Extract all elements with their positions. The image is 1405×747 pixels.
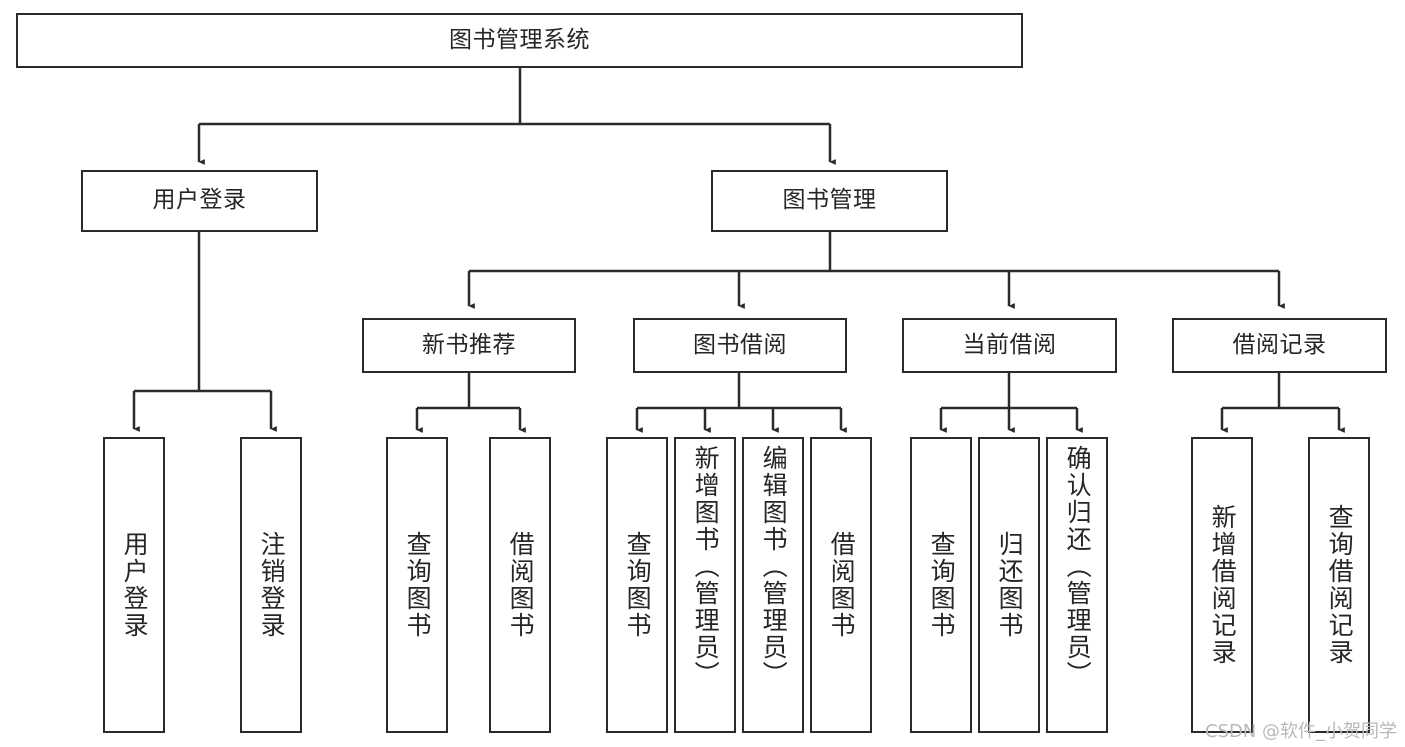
node-leaf-add-book-admin[interactable]: 新增图书（管理员） (674, 437, 736, 733)
node-book-borrow[interactable]: 图书借阅 (633, 318, 847, 373)
node-leaf-query-book-current[interactable]: 查询图书 (910, 437, 972, 733)
node-leaf-query-book-borrow[interactable]: 查询图书 (606, 437, 668, 733)
node-leaf-logout-label: 注销登录 (257, 531, 287, 639)
node-leaf-user-login-label: 用户登录 (120, 531, 150, 639)
node-leaf-add-borrow-record[interactable]: 新增借阅记录 (1191, 437, 1253, 733)
csdn-watermark: CSDN @软件_小贺同学 (1204, 721, 1397, 742)
node-leaf-confirm-return-admin[interactable]: 确认归还（管理员） (1046, 437, 1108, 733)
node-leaf-edit-book-admin-label: 编辑图书（管理员） (759, 445, 789, 688)
node-new-book-recommend-label: 新书推荐 (422, 331, 516, 358)
node-leaf-query-borrow-record[interactable]: 查询借阅记录 (1308, 437, 1370, 733)
node-leaf-borrow-book-label: 借阅图书 (827, 531, 857, 639)
node-current-borrow-label: 当前借阅 (962, 331, 1057, 358)
node-leaf-logout[interactable]: 注销登录 (240, 437, 302, 733)
node-current-borrow[interactable]: 当前借阅 (902, 318, 1117, 373)
node-borrow-record[interactable]: 借阅记录 (1172, 318, 1387, 373)
node-leaf-borrow-book[interactable]: 借阅图书 (810, 437, 872, 733)
node-borrow-record-label: 借阅记录 (1232, 331, 1327, 358)
node-leaf-borrow-book-recommend[interactable]: 借阅图书 (489, 437, 551, 733)
node-leaf-return-book-label: 归还图书 (995, 531, 1025, 639)
node-leaf-query-book-current-label: 查询图书 (927, 531, 957, 639)
node-book-management-label: 图书管理 (782, 187, 877, 214)
node-leaf-edit-book-admin[interactable]: 编辑图书（管理员） (742, 437, 804, 733)
node-leaf-add-borrow-record-label: 新增借阅记录 (1208, 504, 1238, 666)
node-leaf-query-book-borrow-label: 查询图书 (623, 531, 653, 639)
node-root-label: 图书管理系统 (449, 26, 590, 53)
node-new-book-recommend[interactable]: 新书推荐 (362, 318, 576, 373)
node-user-login-label: 用户登录 (152, 187, 247, 214)
node-leaf-borrow-book-recommend-label: 借阅图书 (506, 531, 536, 639)
node-leaf-confirm-return-admin-label: 确认归还（管理员） (1063, 445, 1093, 688)
node-root-book-management-system[interactable]: 图书管理系统 (16, 13, 1023, 68)
node-leaf-query-book-recommend-label: 查询图书 (403, 531, 433, 639)
node-leaf-add-book-admin-label: 新增图书（管理员） (691, 445, 721, 688)
node-leaf-query-borrow-record-label: 查询借阅记录 (1325, 504, 1355, 666)
node-leaf-query-book-recommend[interactable]: 查询图书 (386, 437, 448, 733)
node-book-management[interactable]: 图书管理 (711, 170, 948, 232)
node-leaf-return-book[interactable]: 归还图书 (978, 437, 1040, 733)
node-book-borrow-label: 图书借阅 (693, 331, 787, 358)
node-leaf-user-login[interactable]: 用户登录 (103, 437, 165, 733)
node-user-login[interactable]: 用户登录 (81, 170, 318, 232)
